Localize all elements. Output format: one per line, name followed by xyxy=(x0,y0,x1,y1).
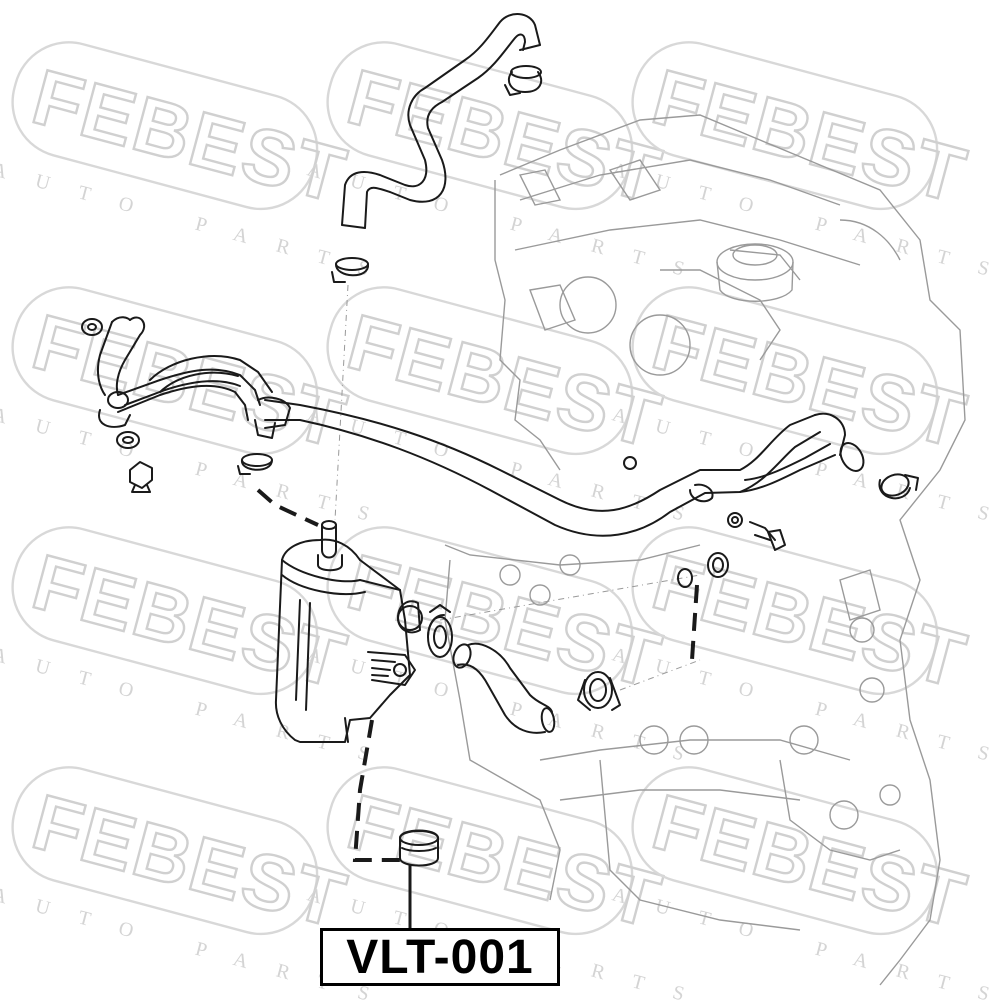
watermark: FEBEST AUTO PARTS xyxy=(610,286,1000,533)
oil-separator xyxy=(274,520,423,743)
leader-line-vertical xyxy=(334,284,349,521)
bushing-vlt-001 xyxy=(399,829,439,867)
hose-clamp-upper-mid xyxy=(331,257,369,283)
hose-clamp-elbow xyxy=(577,671,621,711)
part-number-label: VLT-001 xyxy=(320,928,560,986)
left-clamp xyxy=(237,453,273,475)
dashed-line-right xyxy=(690,584,699,661)
bolt-left xyxy=(129,461,153,493)
elbow-hose xyxy=(452,642,556,734)
hose-clamp-right xyxy=(878,473,919,500)
washer-top-left xyxy=(81,318,103,336)
watermark: FEBEST AUTO PARTS xyxy=(610,526,1000,773)
engine-port xyxy=(677,552,729,588)
upper-breather-hose xyxy=(341,13,541,229)
grommet-mid xyxy=(623,456,637,470)
oil-filler-neck xyxy=(716,243,794,302)
hose-clamp-top xyxy=(504,65,543,96)
dashed-line-bottom xyxy=(352,719,400,862)
dashed-line-left xyxy=(256,488,319,527)
washer-left xyxy=(116,431,140,449)
washer-right xyxy=(727,512,743,528)
left-hose-cluster xyxy=(96,316,291,439)
long-breather-pipe xyxy=(264,399,865,537)
bolt-right xyxy=(749,521,786,551)
hose-clamp-separator xyxy=(427,604,453,658)
watermark: FEBEST AUTO PARTS xyxy=(610,766,1000,1000)
